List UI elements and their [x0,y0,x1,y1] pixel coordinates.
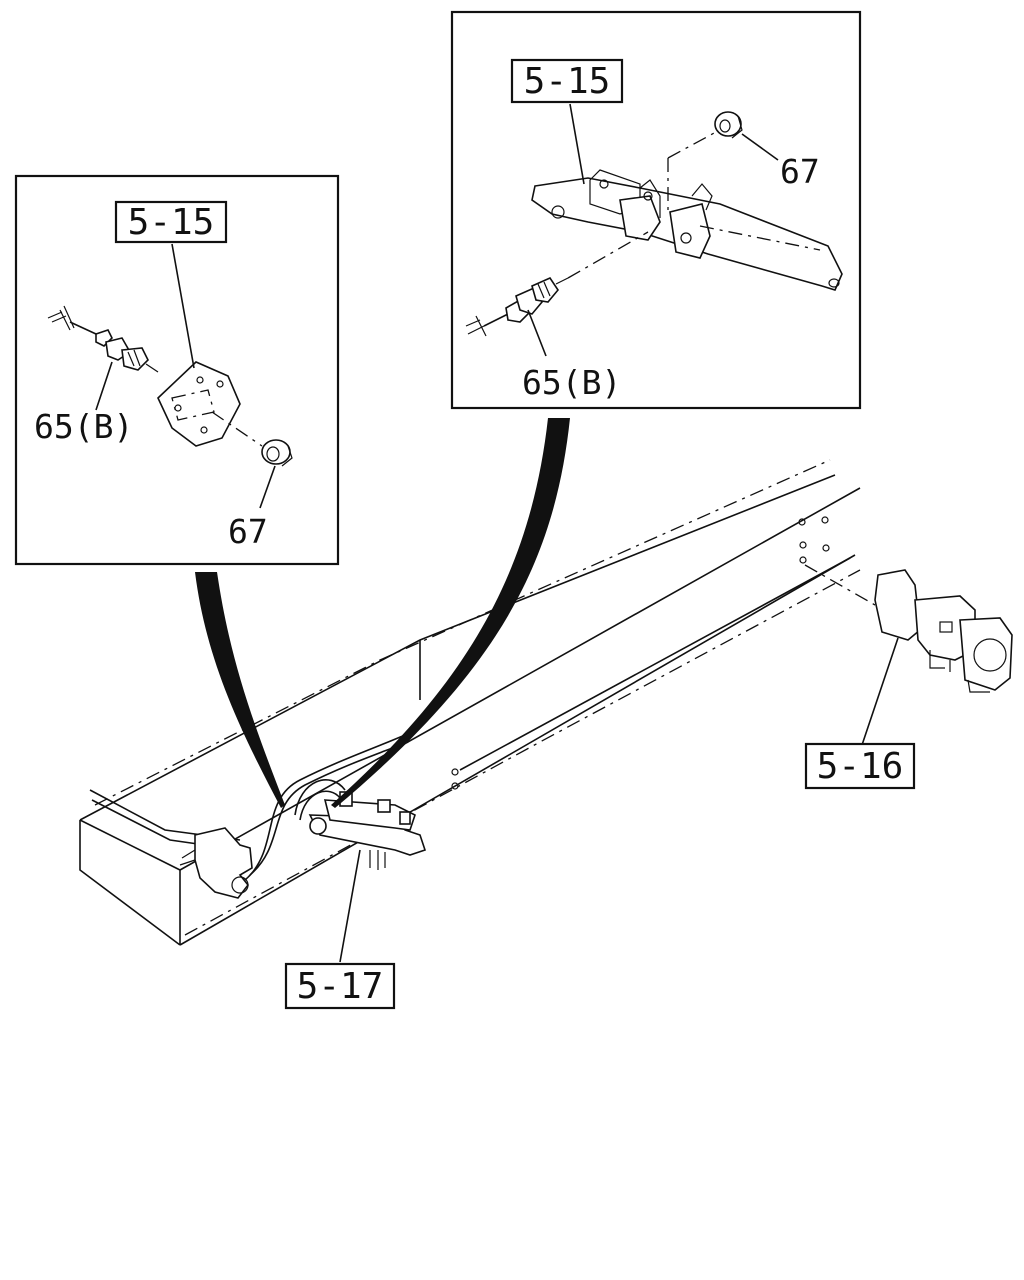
pointer-left-inset [195,572,285,808]
group-ref-label: 5-15 [128,202,215,243]
pressure-sensor-left [47,305,159,373]
leader-5-16 [861,637,899,746]
frame-bracket [179,827,253,899]
sensor-ref-label: 65(B) [522,363,621,402]
valve-assembly [308,791,427,870]
nut-right [667,111,743,214]
front-ref-label: 5-17 [297,966,384,1007]
rear-ref-label: 5-16 [817,746,904,787]
wire-harness [244,734,409,881]
group-ref-label: 5-15 [524,61,611,102]
callout-box-right [510,58,624,104]
callout-5-17: 5-17 [284,962,396,1010]
inset-left: 5-15 65(B) 67 [14,174,340,566]
rear-actuator [874,569,1013,693]
inset-right: 5-15 65(B) 67 [450,10,862,410]
cross-member [531,169,843,291]
pointer-right-inset [331,418,570,808]
callout-box-left [114,200,228,244]
sensor-ref-label: 65(B) [34,407,133,446]
callout-5-16: 5-16 [804,742,916,790]
bracket-plate-left [157,361,263,447]
pressure-sensor-right [465,231,649,337]
frame-rail [79,459,876,946]
nut-left [261,439,293,467]
leader-5-17 [339,849,361,963]
nut-ref-label: 67 [780,152,820,191]
nut-ref-label: 67 [228,512,268,551]
